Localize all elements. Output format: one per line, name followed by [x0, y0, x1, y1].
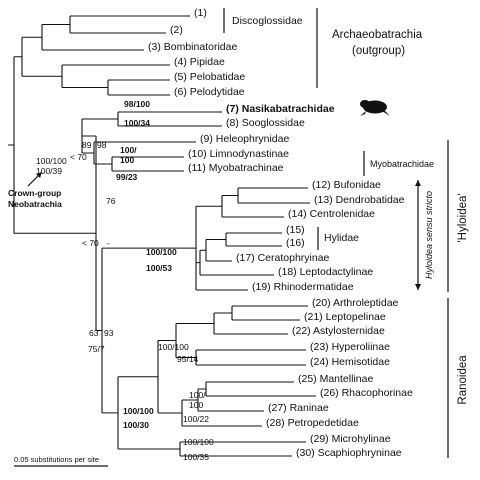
support-value: 63: [89, 328, 99, 338]
support-value: 100/53: [146, 263, 172, 273]
support-value: 95/14: [177, 354, 199, 364]
taxon-4: (4) Pipidae: [174, 56, 225, 68]
outgroup-label: (outgroup): [352, 45, 405, 57]
taxon-1: (1): [194, 7, 207, 19]
clade-brackets: Archaeobatrachia (outgroup) Myobatrachid…: [223, 8, 469, 458]
scale-bar: 0.05 substitutions per site: [14, 455, 108, 467]
taxon-26: (26) Rhacophorinae: [320, 387, 413, 399]
support-value: 93: [104, 328, 114, 338]
taxon-30: (30) Scaphiophryninae: [296, 447, 402, 459]
taxon-17: (17) Ceratophryinae: [236, 252, 330, 264]
taxon-12: (12) Bufonidae: [312, 179, 381, 191]
taxon-8: (8) Sooglossidae: [226, 117, 305, 129]
taxon-2: (2): [170, 24, 183, 36]
support-value: 100: [120, 155, 134, 165]
crown-group-annotation: Crown-group Neobatrachia: [8, 171, 62, 209]
support-value: 100/39: [36, 166, 62, 176]
support-value: 99/23: [116, 172, 138, 182]
taxon-16: (16): [286, 237, 305, 249]
archaeobatrachia-label: Archaeobatrachia: [332, 29, 423, 41]
support-values: 98/100 100/34 89 98 < 70 100/ 100 99/23 …: [36, 99, 214, 462]
taxon-15: (15): [286, 224, 305, 236]
taxon-13: (13) Dendrobatidae: [314, 194, 405, 206]
taxon-labels: (1) (2) Discoglossidae (3) Bombinatorida…: [148, 7, 413, 459]
support-value: 100/100: [158, 342, 189, 352]
taxon-6: (6) Pelodytidae: [174, 86, 245, 98]
support-value: 98/100: [124, 99, 150, 109]
support-value: 100/34: [124, 118, 150, 128]
taxon-23: (23) Hyperoliinae: [310, 341, 390, 353]
taxon-27: (27) Raninae: [268, 402, 329, 414]
arrow-up-icon: [415, 180, 421, 186]
discoglossidae-label: Discoglossidae: [232, 15, 303, 27]
taxon-21: (21) Leptopelinae: [304, 311, 386, 323]
taxon-3: (3) Bombinatoridae: [148, 41, 237, 53]
taxon-7: (7) Nasikabatrachidae: [226, 103, 335, 115]
support-value: 100/100: [183, 437, 214, 447]
arrow-down-icon: [415, 284, 421, 290]
taxon-10: (10) Limnodynastinae: [188, 148, 289, 160]
taxon-9: (9) Heleophrynidae: [200, 133, 289, 145]
frog-silhouette-icon: [360, 100, 390, 116]
support-value: < 70: [82, 238, 99, 248]
taxon-24: (24) Hemisotidae: [310, 356, 390, 368]
taxon-5: (5) Pelobatidae: [174, 71, 245, 83]
taxon-11: (11) Myobatrachinae: [188, 162, 284, 174]
taxon-29: (29) Microhylinae: [310, 433, 391, 445]
myobatrachidae-label: Myobatrachidae: [370, 159, 434, 169]
support-value: 100/: [189, 390, 206, 400]
taxon-28: (28) Petropedetidae: [266, 417, 359, 429]
support-value: 98: [97, 140, 107, 150]
ranoidea-label: Ranoidea: [457, 355, 469, 405]
support-value: 76: [106, 196, 116, 206]
taxon-20: (20) Arthroleptidae: [312, 297, 399, 309]
support-value: -: [107, 238, 110, 248]
pointer-arrow-icon: [36, 172, 42, 178]
support-value: 100/35: [183, 452, 209, 462]
tree-branch-path: [8, 15, 316, 457]
support-value: 100/100: [146, 247, 177, 257]
neobatrachia-label: Neobatrachia: [8, 199, 62, 209]
taxon-14: (14) Centrolenidae: [288, 208, 375, 220]
support-value: 100/100: [36, 156, 67, 166]
scale-bar-label: 0.05 substitutions per site: [14, 455, 99, 464]
support-value: 100: [189, 400, 203, 410]
hyloidea-label: 'Hyloidea': [457, 193, 469, 242]
support-value: 100/30: [123, 420, 149, 430]
support-value: 89: [82, 140, 92, 150]
support-value: 75/7: [88, 344, 105, 354]
hyloidea-sensu-stricto-label: Hyloidea sensu stricto: [424, 191, 434, 279]
support-value: 100/22: [183, 414, 209, 424]
taxon-25: (25) Mantellinae: [298, 373, 373, 385]
support-value: 100/100: [123, 406, 154, 416]
support-value: < 70: [70, 152, 87, 162]
support-value: 100/: [120, 145, 137, 155]
taxon-18: (18) Leptodactylinae: [278, 266, 373, 278]
tree-branches: [8, 15, 316, 457]
crown-group-label: Crown-group: [8, 188, 61, 198]
hylidae-label: Hylidae: [324, 232, 359, 244]
taxon-19: (19) Rhinodermatidae: [252, 281, 354, 293]
taxon-22: (22) Astylosternidae: [292, 325, 385, 337]
